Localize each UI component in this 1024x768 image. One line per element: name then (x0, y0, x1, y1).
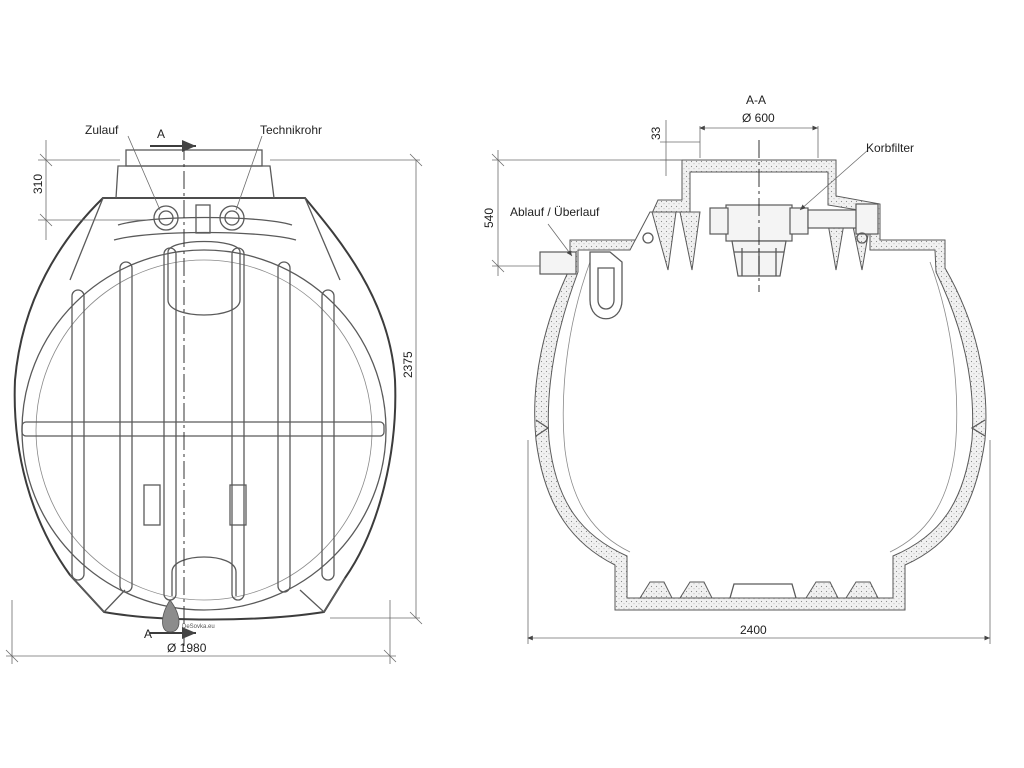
inlet-pipe-right (807, 203, 879, 244)
dim-diameter: Ø 1980 (167, 641, 207, 655)
section-title: A-A (746, 93, 766, 107)
tank-outline (13, 149, 397, 621)
section-view: A-A Ø 600 33 540 Ablauf / Überlauf Korbf… (482, 93, 991, 644)
label-filter: Korbfilter (866, 141, 914, 155)
bottom-teeth (639, 581, 879, 599)
section-dimensions (491, 120, 991, 644)
front-dimensions (5, 140, 423, 664)
vertical-ribs (71, 247, 335, 601)
label-tech-pipe: Technikrohr (260, 123, 322, 137)
dim-cover-diameter: Ø 600 (742, 111, 775, 125)
dim-total-height: 2375 (401, 351, 415, 378)
label-inlet: Zulauf (85, 123, 119, 137)
section-mark-top: A (157, 127, 165, 141)
front-view: Zulauf Technikrohr A A 310 2375 Ø 1980 D… (5, 123, 423, 664)
horizontal-rib (21, 421, 385, 437)
dim-outlet-height: 540 (482, 208, 496, 228)
section-mark-bottom: A (144, 627, 152, 641)
tank-inner-ellipse (21, 249, 387, 611)
shell-section (534, 159, 987, 611)
outlet-pipe (539, 232, 654, 320)
watermark: DeSovka.eu (182, 624, 215, 630)
dim-width: 2400 (740, 623, 767, 637)
inlet-pipe (153, 205, 179, 231)
label-outlet: Ablauf / Überlauf (510, 205, 600, 219)
tech-pipe (219, 205, 245, 231)
drop-logo (162, 599, 180, 633)
dim-top-height: 310 (31, 174, 45, 194)
dim-cover-height: 33 (649, 126, 663, 140)
